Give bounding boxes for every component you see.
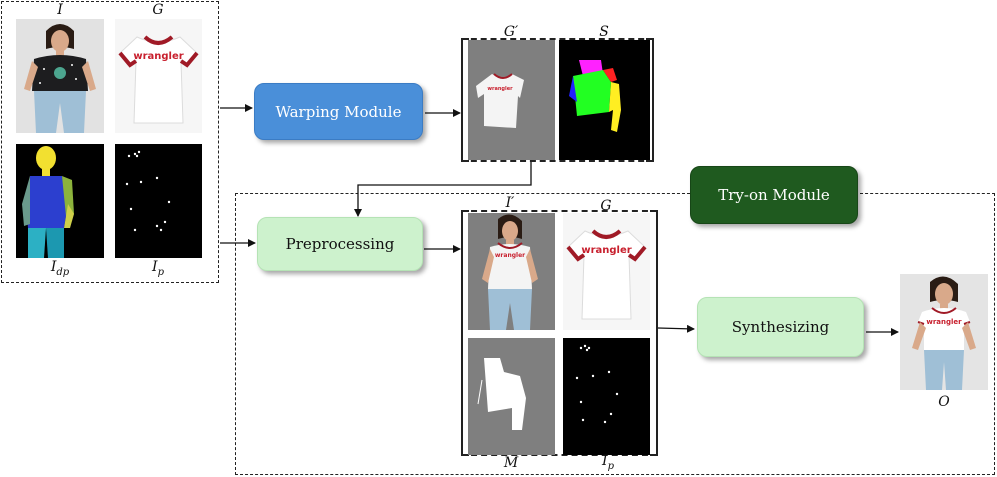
svg-text:wrangler: wrangler xyxy=(133,51,183,62)
tryon-group-box xyxy=(235,193,995,475)
warp-output-bracket xyxy=(461,38,654,162)
label-agnostic-person: I′ xyxy=(505,195,515,211)
warping-module: Warping Module xyxy=(254,83,423,140)
preprocessing-module: Preprocessing xyxy=(257,217,423,271)
garment-image-thumb: wrangler xyxy=(115,19,202,133)
svg-text:wrangler: wrangler xyxy=(487,86,513,92)
mask-thumb xyxy=(468,338,555,455)
label-pose-keypoints-2: Ip xyxy=(602,453,614,472)
label-pose-keypoints: Ip xyxy=(152,259,164,278)
tryon-module: Try-on Module xyxy=(690,166,858,224)
pose-keypoints-thumb-2 xyxy=(563,338,650,455)
pose-keypoints-thumb xyxy=(115,144,202,258)
arrow-warp-to-preprocessing xyxy=(354,162,532,217)
label-output: O xyxy=(938,394,950,410)
tryon-box-top-left xyxy=(235,193,690,194)
label-garment-image-2: G xyxy=(600,198,612,214)
label-garment-image: G xyxy=(152,2,164,18)
label-densepose: Idp xyxy=(50,259,70,278)
densepose-thumb xyxy=(16,144,104,258)
segmentation-thumb xyxy=(559,40,650,160)
label-mask: M xyxy=(503,455,519,471)
agnostic-person-thumb: wrangler xyxy=(468,213,555,330)
tryon-box-top-right xyxy=(860,193,995,194)
warped-garment-thumb: wrangler xyxy=(468,40,555,160)
svg-text:wrangler: wrangler xyxy=(495,252,525,259)
label-segmentation: S xyxy=(599,24,609,40)
svg-text:wrangler: wrangler xyxy=(581,245,631,256)
synthesizing-module: Synthesizing xyxy=(697,297,864,357)
svg-text:wrangler: wrangler xyxy=(926,318,962,326)
person-image-thumb xyxy=(16,19,104,133)
label-person-image: I xyxy=(57,2,63,18)
input-group-box xyxy=(1,1,219,283)
output-person-thumb: wrangler xyxy=(900,274,988,390)
arrow-inputs-to-synthesizing xyxy=(657,324,695,333)
tryon-input-bracket xyxy=(461,210,658,456)
garment-image-thumb-2: wrangler xyxy=(563,213,650,330)
label-warped-garment: G′ xyxy=(503,24,519,40)
